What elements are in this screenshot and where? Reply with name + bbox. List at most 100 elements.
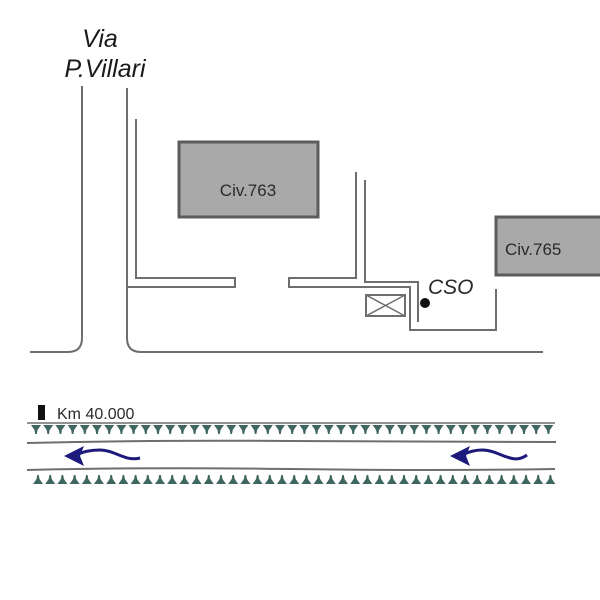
bank-tooth (494, 425, 505, 434)
bank-tooth (33, 475, 43, 484)
bank-tooth (445, 425, 456, 434)
bank-tooth (289, 475, 300, 484)
bank-tooth (372, 425, 383, 434)
bank-tooth (519, 425, 529, 434)
street-right-edge (126, 88, 543, 353)
bank-tooth (167, 475, 178, 484)
bank-tooth (299, 425, 310, 434)
bank-tooth (360, 425, 371, 434)
bank-tooth (45, 475, 56, 484)
flow-arrow-icon (64, 446, 141, 466)
bank-tooth (313, 475, 324, 484)
bank-tooth (421, 425, 432, 434)
bank-tooth (458, 425, 468, 434)
bank-tooth (484, 475, 495, 484)
bank-tooth (201, 425, 212, 434)
bank-tooth (69, 475, 80, 484)
bank-tooth (106, 475, 117, 484)
bank-tooth (409, 425, 420, 434)
channel-wall-outer (364, 180, 419, 322)
bank-tooth (128, 425, 139, 434)
bank-tooth (460, 475, 470, 484)
bank-tooth (384, 425, 395, 434)
bank-tooth (545, 475, 556, 484)
bank-tooth (238, 425, 249, 434)
building-label: Civ.763 (220, 181, 276, 200)
bank-tooth (153, 425, 163, 434)
bank-tooth (470, 425, 481, 434)
bank-tooth (301, 475, 312, 484)
building-civ-765: Civ.765 (494, 215, 600, 277)
bank-tooth (203, 475, 214, 484)
bank-tooth (189, 425, 200, 434)
bank-tooth (264, 475, 275, 484)
bank-tooth (55, 425, 66, 434)
property-wall-left (127, 119, 236, 288)
bank-tooth (323, 425, 334, 434)
bank-tooth (130, 475, 141, 484)
bank-tooth (240, 475, 251, 484)
street-label-line1: Via (82, 25, 118, 53)
river-bottom-water-edge (26, 467, 556, 471)
bank-tooth (433, 425, 444, 434)
bank-tooth (165, 425, 176, 434)
bank-tooth (81, 475, 92, 484)
bank-tooth (177, 425, 188, 434)
bank-tooth (336, 425, 346, 434)
bank-tooth (252, 475, 263, 484)
bank-tooth (472, 475, 483, 484)
bank-tooth (277, 475, 287, 484)
bank-tooth (348, 425, 359, 434)
bank-tooth (216, 475, 226, 484)
bank-tooth (435, 475, 446, 484)
bank-tooth (325, 475, 336, 484)
bank-tooth (118, 475, 129, 484)
bank-tooth (397, 425, 407, 434)
channel-wall-inner (365, 286, 497, 331)
bank-tooth (31, 425, 41, 434)
bank-tooth (191, 475, 202, 484)
bank-tooth (57, 475, 68, 484)
bank-tooth (338, 475, 348, 484)
bank-tooth (521, 475, 531, 484)
manhole-icon (365, 294, 406, 317)
bank-tooth (423, 475, 434, 484)
bank-tooth (179, 475, 190, 484)
km-marker-icon (38, 405, 45, 420)
bank-tooth (142, 475, 153, 484)
bank-tooth (287, 425, 298, 434)
bank-tooth (94, 475, 104, 484)
bank-tooth (496, 475, 507, 484)
river-bottom-bank-teeth (33, 475, 556, 484)
bank-tooth (533, 475, 544, 484)
cso-point-icon (420, 298, 430, 308)
building-civ-763: Civ.763 (177, 140, 320, 219)
river-top-bank-teeth (31, 425, 554, 434)
bank-tooth (226, 425, 237, 434)
bank-tooth (531, 425, 542, 434)
bank-tooth (155, 475, 165, 484)
bank-tooth (262, 425, 273, 434)
street-label-line2: P.Villari (64, 55, 147, 83)
bank-tooth (104, 425, 115, 434)
bank-tooth (67, 425, 78, 434)
bank-tooth (374, 475, 385, 484)
km-marker-label: Km 40.000 (57, 406, 134, 423)
bank-tooth (116, 425, 127, 434)
property-wall-right (288, 172, 365, 288)
bank-tooth (214, 425, 224, 434)
bank-tooth (350, 475, 361, 484)
bank-tooth (386, 475, 397, 484)
street-left-edge (30, 86, 83, 353)
bank-tooth (43, 425, 54, 434)
bank-tooth (506, 425, 517, 434)
bank-tooth (362, 475, 373, 484)
bank-tooth (411, 475, 422, 484)
bank-tooth (447, 475, 458, 484)
bank-tooth (250, 425, 261, 434)
building-label: Civ.765 (505, 240, 561, 259)
bank-tooth (311, 425, 322, 434)
bank-tooth (79, 425, 90, 434)
bank-tooth (140, 425, 151, 434)
